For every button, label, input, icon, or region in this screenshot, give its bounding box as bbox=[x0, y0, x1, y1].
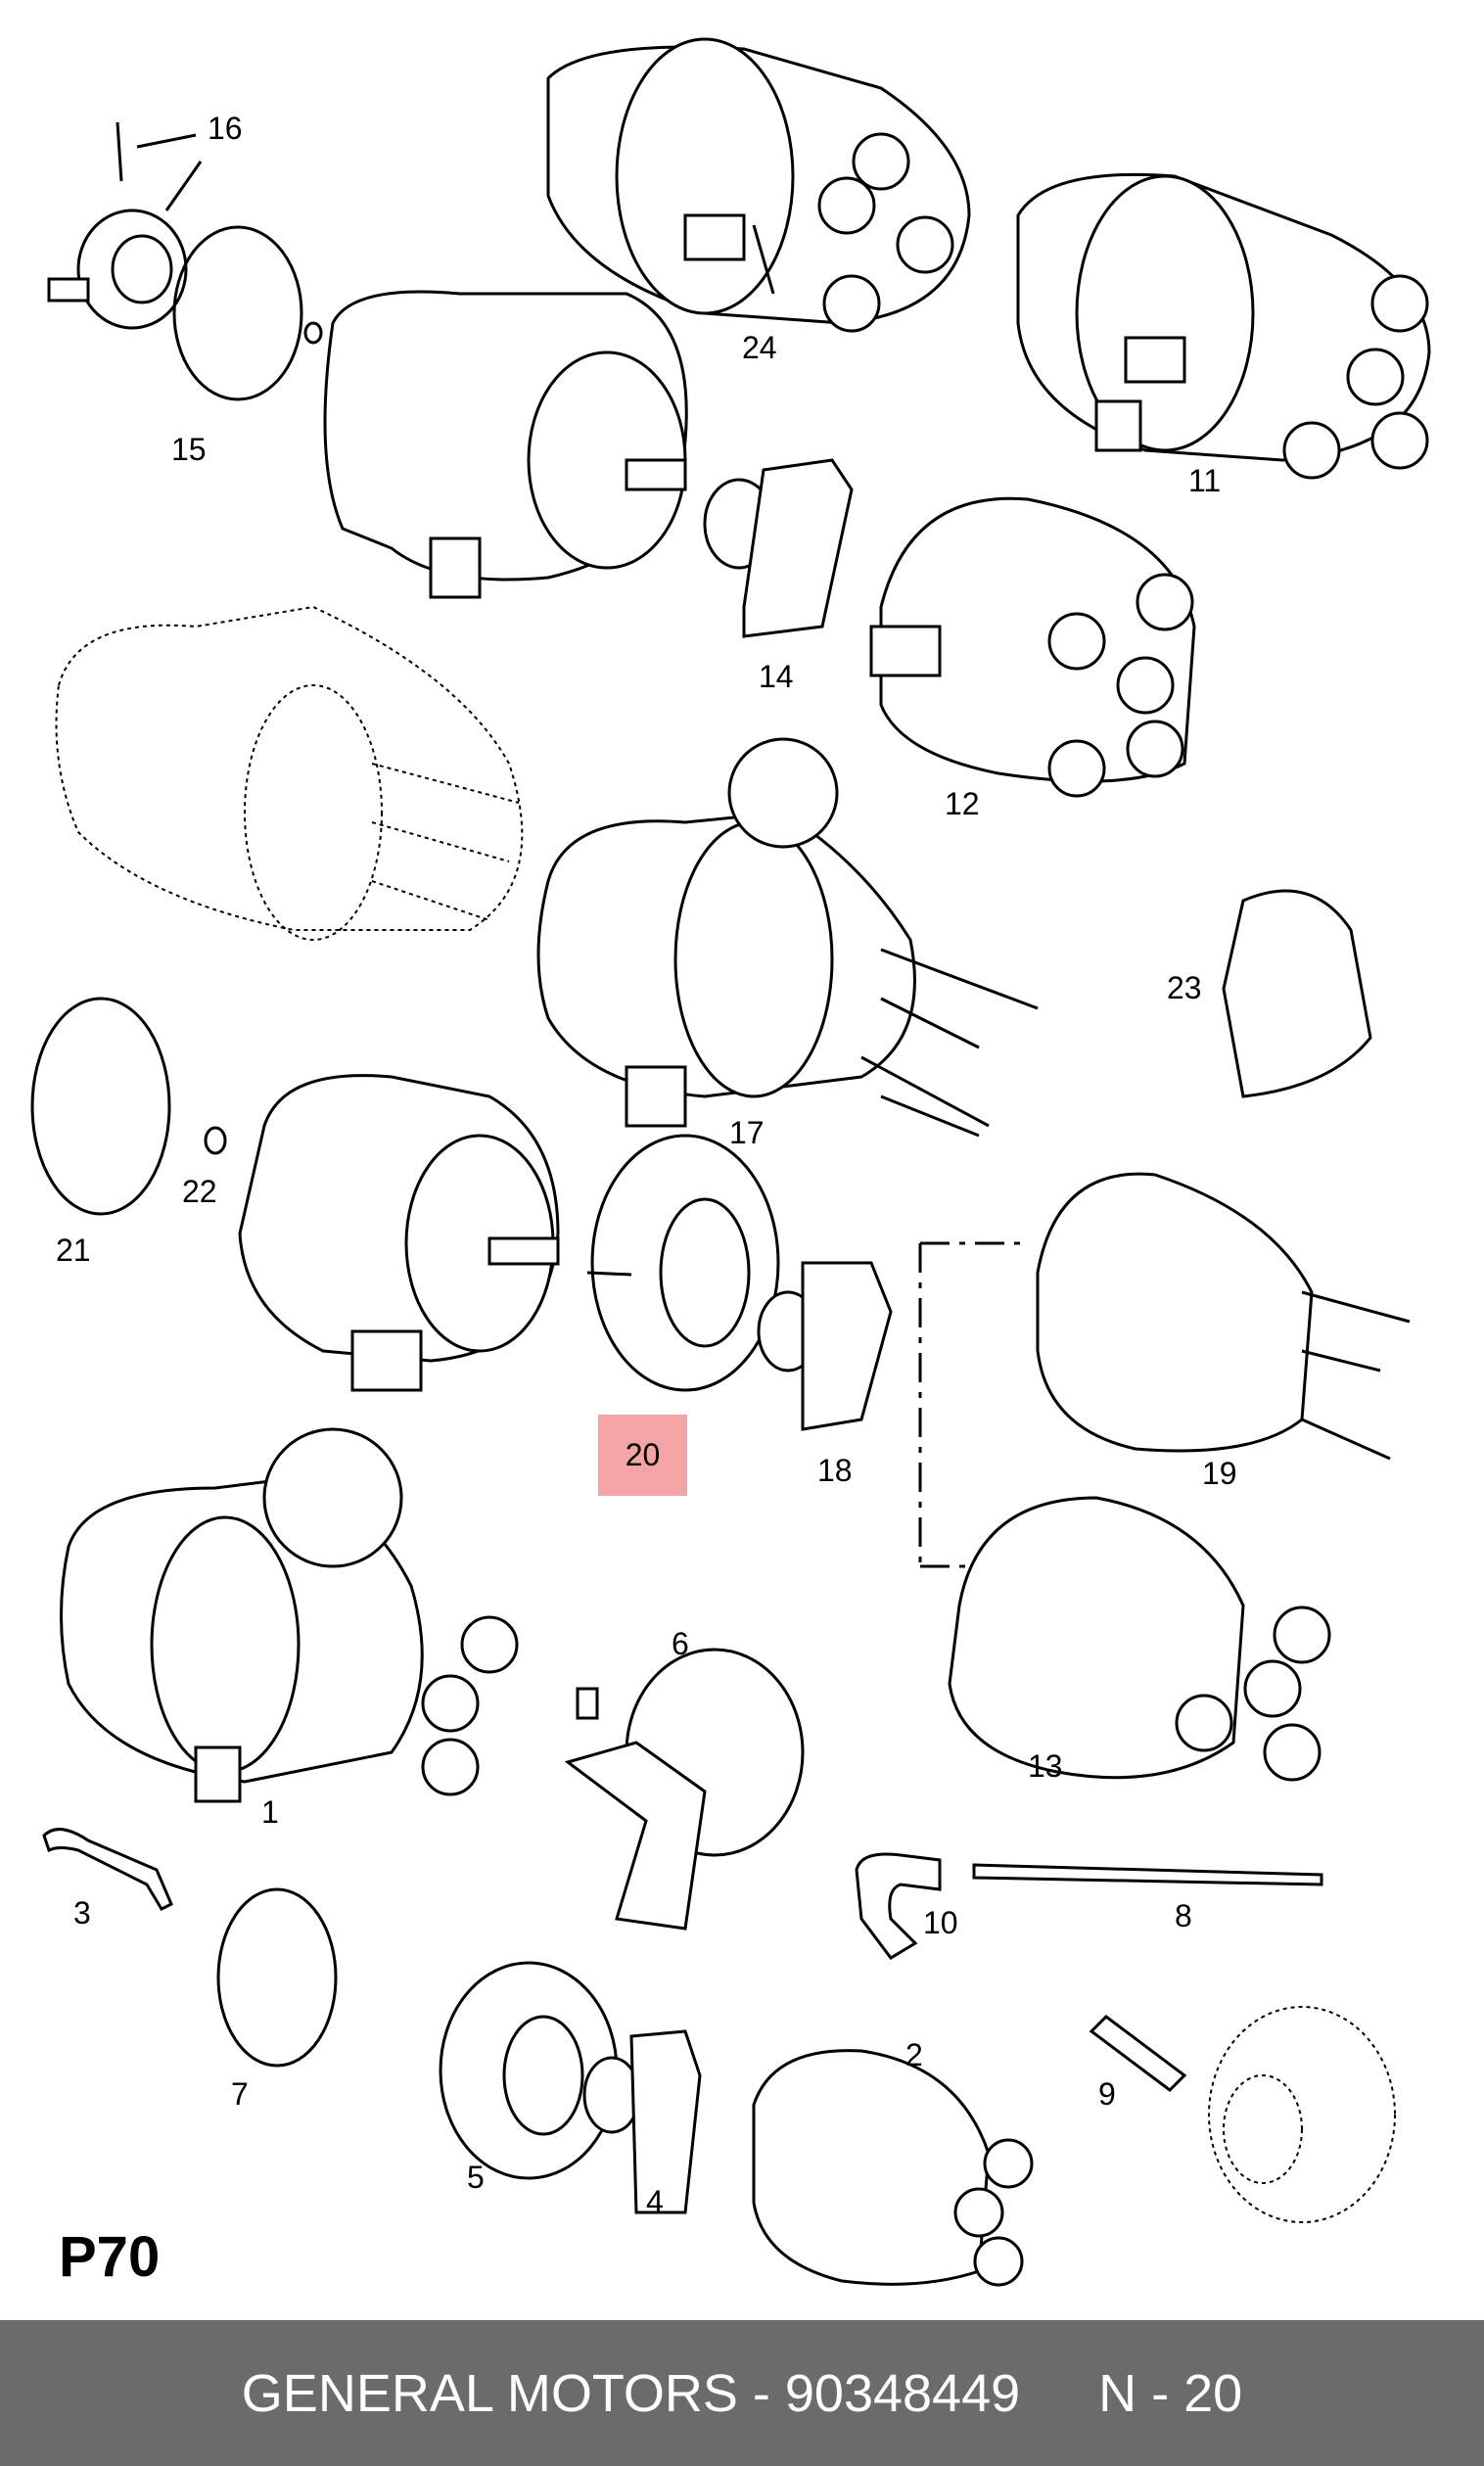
label-21: 21 bbox=[56, 1233, 91, 1268]
footer-bar: GENERAL MOTORS - 90348449 N - 20 bbox=[0, 2320, 1484, 2466]
label-4: 4 bbox=[646, 2184, 664, 2219]
part-1-distributor-assembly bbox=[60, 1427, 519, 1803]
highlight-marker bbox=[598, 1415, 687, 1496]
part-14-rotor-arm bbox=[703, 458, 854, 638]
label-7: 7 bbox=[231, 2076, 249, 2112]
part-18-rotor-arm bbox=[757, 1261, 893, 1431]
dashed-leader-bracket bbox=[918, 1241, 1028, 1568]
part-9-vacuum-hose bbox=[1089, 2006, 1396, 2223]
label-22: 22 bbox=[182, 1174, 217, 1209]
label-10: 10 bbox=[923, 1905, 958, 1940]
part-15-o-ring bbox=[172, 225, 323, 401]
label-19: 19 bbox=[1202, 1456, 1237, 1491]
part-16-pin-and-trigger bbox=[47, 121, 203, 330]
part-19-distributor-cap bbox=[1036, 1172, 1411, 1461]
part-20-dust-shield bbox=[586, 1134, 780, 1392]
page-code: P70 bbox=[59, 2225, 161, 2289]
label-9: 9 bbox=[1098, 2076, 1116, 2112]
part-3-clip bbox=[42, 1828, 173, 1911]
label-14: 14 bbox=[759, 659, 794, 694]
label-24: 24 bbox=[742, 330, 777, 365]
parts-diagram: 16 15 24 11 14 12 23 17 22 21 18 19 6 1 … bbox=[30, 37, 1431, 2287]
part-5-dust-shield bbox=[439, 1961, 619, 2180]
part-11-distributor-cap bbox=[1016, 172, 1431, 480]
label-6: 6 bbox=[672, 1626, 689, 1661]
part-2-distributor-cap bbox=[752, 2049, 1034, 2287]
part-10-hose-elbow bbox=[855, 1852, 942, 1960]
part-22-washer bbox=[204, 1126, 227, 1155]
label-13: 13 bbox=[1028, 1748, 1063, 1784]
label-16: 16 bbox=[208, 111, 243, 146]
part-17-distributor-assembly bbox=[536, 737, 1039, 1138]
label-17: 17 bbox=[729, 1115, 765, 1150]
part-23-shield-cover bbox=[1222, 889, 1372, 1098]
label-11: 11 bbox=[1188, 463, 1221, 498]
label-20-highlighted: 20 bbox=[625, 1437, 661, 1472]
label-18: 18 bbox=[817, 1453, 853, 1488]
distributor-body-top bbox=[323, 290, 688, 599]
distributor-body-middle bbox=[238, 1074, 560, 1392]
part-6-vacuum-unit bbox=[564, 1648, 805, 1931]
footer-reference: N - 20 bbox=[1098, 2363, 1243, 2423]
part-24-distributor-cap bbox=[546, 37, 971, 333]
part-21-o-ring bbox=[30, 997, 171, 1216]
label-1: 1 bbox=[261, 1794, 279, 1830]
label-2: 2 bbox=[905, 2037, 923, 2072]
label-5: 5 bbox=[467, 2160, 485, 2195]
label-3: 3 bbox=[73, 1895, 91, 1931]
label-23: 23 bbox=[1167, 970, 1202, 1005]
label-8: 8 bbox=[1175, 1898, 1192, 1933]
part-labels: 16 15 24 11 14 12 23 17 22 21 18 19 6 1 … bbox=[56, 111, 1237, 2219]
footer-brand-part-number: GENERAL MOTORS - 90348449 bbox=[241, 2363, 1021, 2423]
part-13-distributor-cap bbox=[948, 1496, 1331, 1782]
part-4-rotor-arm bbox=[582, 2029, 702, 2214]
label-12: 12 bbox=[945, 786, 980, 821]
ghost-distributor-outline bbox=[55, 605, 524, 941]
label-15: 15 bbox=[171, 432, 207, 467]
part-12-distributor-cap bbox=[869, 496, 1196, 798]
part-7-o-ring bbox=[216, 1887, 338, 2068]
part-8-vacuum-tube bbox=[972, 1863, 1323, 1886]
leader-lines bbox=[752, 224, 775, 295]
